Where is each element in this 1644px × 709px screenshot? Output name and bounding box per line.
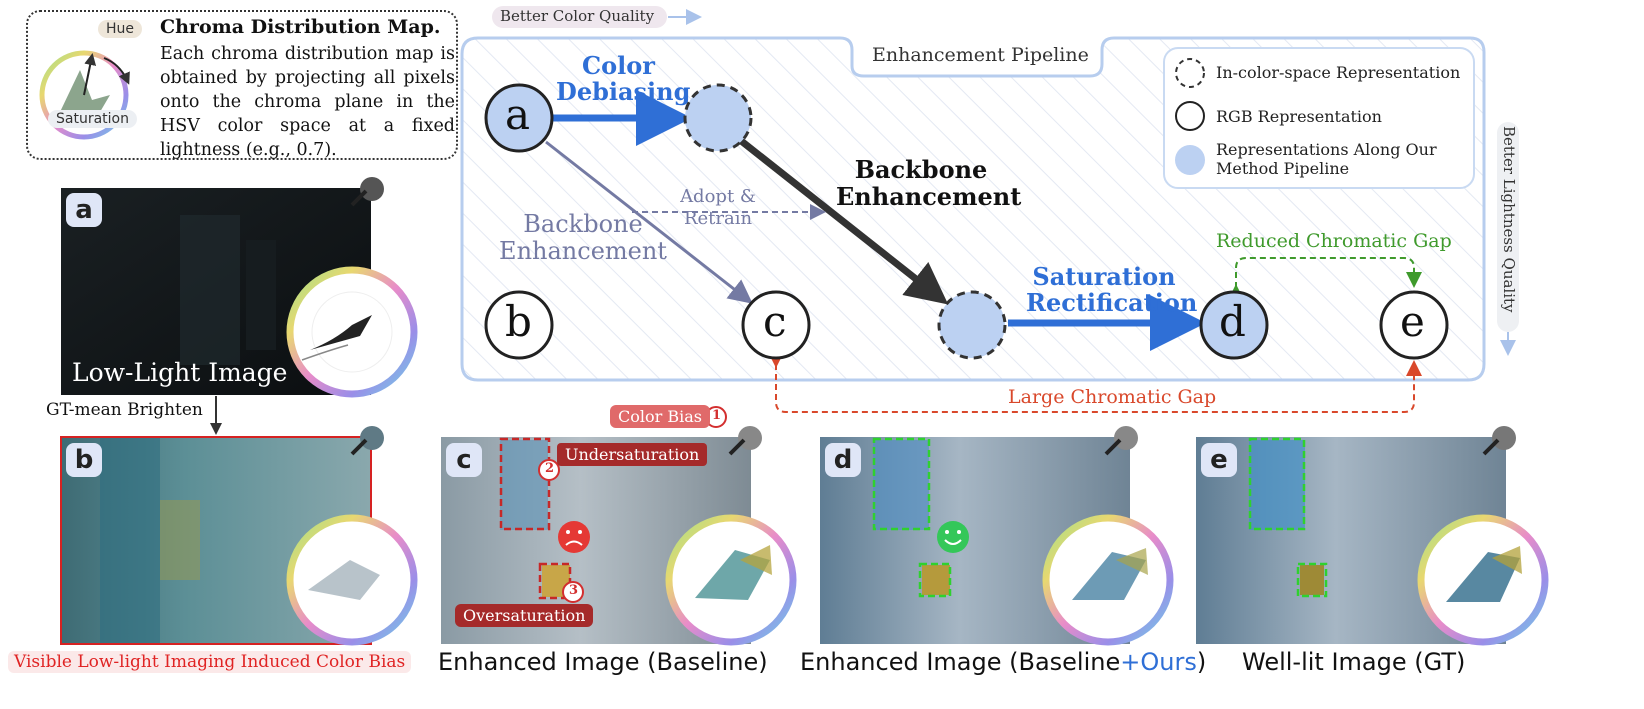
node-a-letter: a <box>505 90 531 139</box>
eyedropper-icon-e <box>1482 426 1516 456</box>
color-quality-label: Better Color Quality <box>500 7 655 25</box>
large-gap-label: Large Chromatic Gap <box>1004 386 1221 408</box>
undersaturation-tag: Undersaturation <box>557 443 708 466</box>
node-b-letter: b <box>505 297 532 346</box>
oversaturation-tag: Oversaturation <box>455 604 594 627</box>
panel-c-caption: Enhanced Image (Baseline) <box>438 648 768 676</box>
legend-ours: Representations Along Our Method Pipelin… <box>1216 140 1437 178</box>
large-gap-bracket <box>768 352 1422 413</box>
backbone-main-arrow <box>737 137 949 305</box>
panel-d-caption: Enhanced Image (Baseline+Ours) <box>800 648 1206 676</box>
saturation-rectification-label: Saturation Rectification <box>1026 262 1198 317</box>
node-d <box>1199 290 1269 360</box>
sad-face-icon <box>558 521 590 553</box>
eyedropper-icon-b <box>350 426 384 456</box>
panel-a-badge: a <box>66 193 102 227</box>
adopt-retrain-label: Adopt & Retrain <box>680 186 756 229</box>
panel-b-chroma-map <box>286 514 418 646</box>
panel-e-caption: Well-lit Image (GT) <box>1242 648 1466 676</box>
panel-d-caption-ours: +Ours <box>1120 648 1197 676</box>
color-bias-tag: Color Bias <box>610 405 710 428</box>
panel-d-chroma-map <box>1042 514 1174 646</box>
hue-label: Hue <box>98 20 143 38</box>
chroma-legend-body: Each chroma distribution map is obtained… <box>160 44 455 160</box>
gt-region-box-e1 <box>1248 437 1306 531</box>
happy-face-icon <box>937 521 969 553</box>
eyedropper-icon-d <box>1104 426 1138 456</box>
saturation-label: Saturation <box>48 110 137 128</box>
panel-d-caption-end: ) <box>1196 648 1207 676</box>
node-e-letter: e <box>1400 297 1425 346</box>
gt-region-box-e2 <box>1296 562 1328 598</box>
backbone-side-arrow <box>545 140 753 304</box>
node-debiased <box>683 83 753 153</box>
number-2-text: 2 <box>545 461 555 476</box>
panel-e-chroma-map <box>1417 514 1549 646</box>
panel-c-chroma-map <box>665 514 797 646</box>
low-light-image-label: Low-Light Image <box>72 358 288 387</box>
pipeline-legend-box <box>1163 47 1475 189</box>
number-badge-2 <box>538 459 560 481</box>
color-debiasing-label: Color Debiasing <box>556 51 691 106</box>
eyedropper-icon-c <box>728 426 762 456</box>
panel-b-badge: b <box>66 443 102 477</box>
node-enhanced-latent <box>937 290 1007 360</box>
panel-e-badge: e <box>1201 443 1237 477</box>
panel-b-caption: Visible Low-light Imaging Induced Color … <box>8 651 412 673</box>
chroma-legend-title: Chroma Distribution Map. <box>160 16 441 38</box>
legend-rgb: RGB Representation <box>1216 107 1382 126</box>
node-c-letter: c <box>763 297 787 346</box>
gt-mean-brighten-label: GT-mean Brighten <box>44 400 205 420</box>
number-3-text: 3 <box>569 583 579 598</box>
good-region-box-d2 <box>918 562 952 598</box>
node-a <box>484 83 554 153</box>
node-b <box>484 290 554 360</box>
node-c <box>741 290 811 360</box>
undersaturation-box <box>499 437 551 531</box>
panel-d-caption-main: Enhanced Image (Baseline <box>800 648 1121 676</box>
color-quality-arrow <box>492 6 702 28</box>
panel-a-chroma-map <box>286 266 418 398</box>
chroma-legend-box <box>26 10 458 160</box>
lightness-quality-arrow <box>1497 122 1519 356</box>
number-badge-3 <box>562 581 584 603</box>
legend-dashed-circle-icon <box>1175 58 1205 88</box>
legend-blue-circle-icon <box>1175 145 1205 175</box>
node-e <box>1379 290 1449 360</box>
legend-solid-circle-icon <box>1175 101 1205 131</box>
panel-d-badge: d <box>825 443 861 477</box>
backbone-enhancement-side-label: Backbone Enhancement <box>499 210 667 265</box>
reduced-gap-bracket <box>1228 257 1422 300</box>
legend-in-color-space: In-color-space Representation <box>1216 63 1461 82</box>
reduced-gap-label: Reduced Chromatic Gap <box>1216 230 1452 252</box>
node-d-letter: d <box>1219 297 1246 346</box>
number-1-text: 1 <box>712 408 722 423</box>
pipeline-title: Enhancement Pipeline <box>872 44 1089 66</box>
panel-c-badge: c <box>446 443 482 477</box>
lightness-quality-label: Better Lightness Quality <box>1500 126 1518 313</box>
backbone-enhancement-main-label: Backbone Enhancement <box>836 155 1022 211</box>
eyedropper-icon-a <box>350 177 384 207</box>
good-region-box-d1 <box>872 437 931 531</box>
oversaturation-box <box>538 562 572 600</box>
